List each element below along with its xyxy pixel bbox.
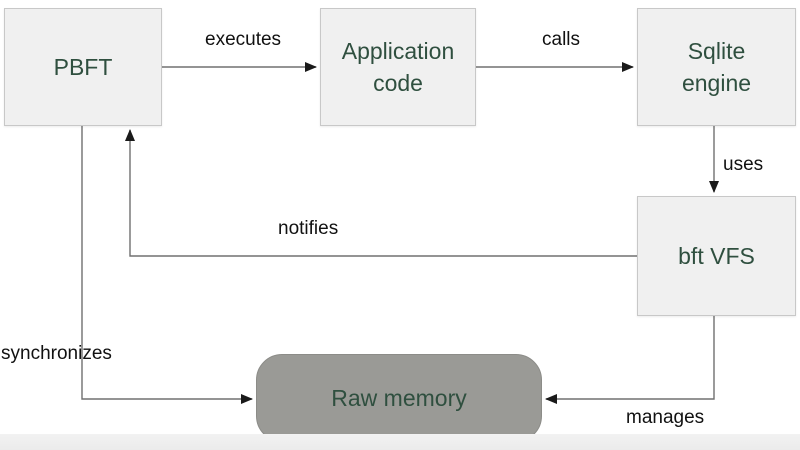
notifies-label: notifies: [278, 218, 339, 239]
sqlite-engine-node: Sqlite engine: [637, 8, 796, 126]
bottom-edge-shadow: [0, 434, 800, 450]
uses-label: uses: [723, 154, 764, 175]
edge-notifies: [125, 129, 637, 257]
edge-manages: [545, 316, 715, 404]
bft-vfs-node-label: bft VFS: [678, 243, 755, 269]
manages-label: manages: [626, 407, 705, 428]
application-code-node-label: Application code: [341, 38, 455, 96]
raw-memory-node-label: Raw memory: [331, 385, 467, 411]
bft-vfs-node: bft VFS: [637, 196, 796, 316]
raw-memory-node: Raw memory: [256, 354, 542, 442]
sqlite-engine-node-label: Sqlite engine: [681, 38, 752, 96]
pbft-node-label: PBFT: [53, 54, 113, 80]
synchronizes-label: synchronizes: [1, 343, 112, 364]
application-code-node: Application code: [320, 8, 476, 126]
edge-synchronizes: [81, 126, 253, 404]
pbft-node: PBFT: [4, 8, 162, 126]
calls-label: calls: [542, 29, 581, 50]
executes-label: executes: [205, 29, 282, 50]
